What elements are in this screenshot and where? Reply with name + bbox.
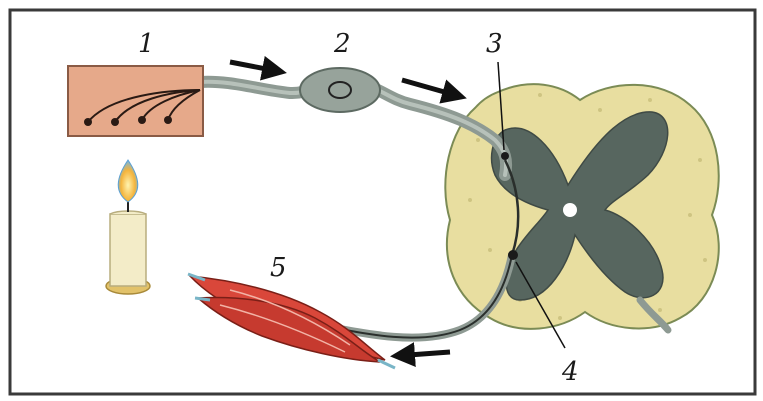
spinal-cord	[445, 84, 718, 330]
motor-neuron-body	[508, 250, 518, 260]
interneuron-synapse	[501, 152, 509, 160]
label-3: 3	[486, 29, 503, 59]
skin-receptor	[68, 66, 203, 136]
central-canal	[563, 203, 577, 217]
label-5: 5	[270, 253, 287, 283]
label-4: 4	[561, 357, 579, 387]
spinal-ganglion	[300, 68, 380, 112]
label-2: 2	[333, 29, 351, 59]
label-1: 1	[138, 29, 155, 59]
